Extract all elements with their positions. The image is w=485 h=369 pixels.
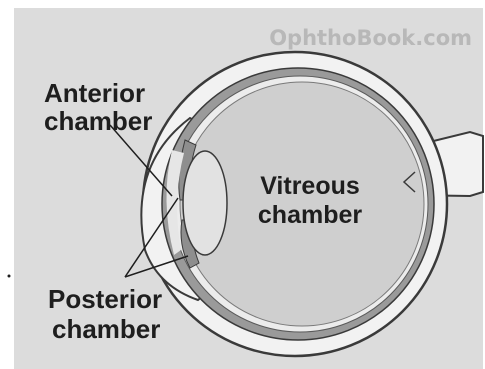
vitreous-label-line2: chamber (258, 201, 362, 229)
vitreous-label-line1: Vitreous (260, 172, 360, 200)
anterior-label-line2: chamber (44, 106, 152, 136)
posterior-label-line1: Posterior (48, 284, 162, 314)
posterior-label-line2: chamber (52, 314, 160, 344)
anterior-label-line1: Anterior (44, 78, 145, 108)
lens (183, 151, 227, 255)
watermark-text: OphthoBook.com (269, 26, 472, 50)
stray-dot (8, 275, 11, 278)
